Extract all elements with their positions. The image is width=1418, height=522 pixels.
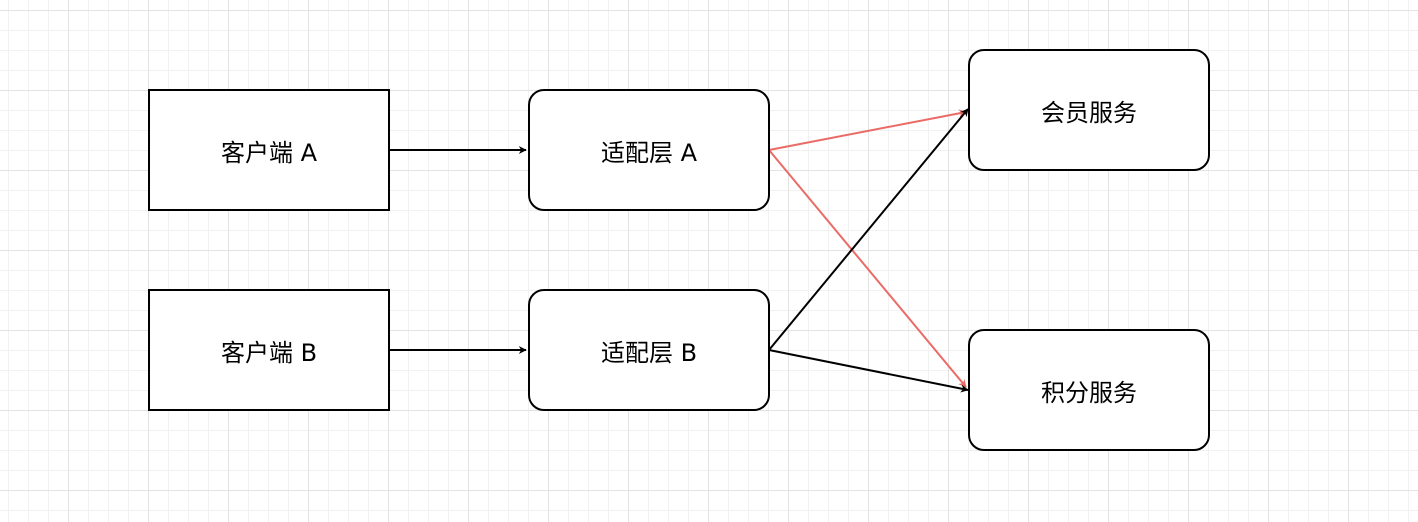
- node-adapter-b[interactable]: 适配层 B: [528, 289, 770, 411]
- node-adapter-b-label: 适配层 B: [600, 338, 698, 367]
- node-client-a-label: 客户端 A: [220, 138, 318, 167]
- node-member-service[interactable]: 会员服务: [968, 49, 1210, 171]
- node-member-service-label: 会员服务: [1041, 98, 1137, 127]
- node-points-service-label: 积分服务: [1041, 378, 1137, 407]
- edge-adapter-a-to-member-service: [768, 109, 967, 151]
- edge-adapter-b-to-points-service: [768, 349, 969, 393]
- node-client-a[interactable]: 客户端 A: [148, 89, 390, 211]
- node-client-b-label: 客户端 B: [220, 338, 318, 367]
- edge-adapter-a-to-points-service: [768, 149, 967, 388]
- node-adapter-a[interactable]: 适配层 A: [528, 89, 770, 211]
- node-client-b[interactable]: 客户端 B: [148, 289, 390, 411]
- node-adapter-a-label: 适配层 A: [600, 138, 698, 167]
- node-points-service[interactable]: 积分服务: [968, 329, 1210, 451]
- edge-adapter-b-to-member-service: [768, 108, 969, 351]
